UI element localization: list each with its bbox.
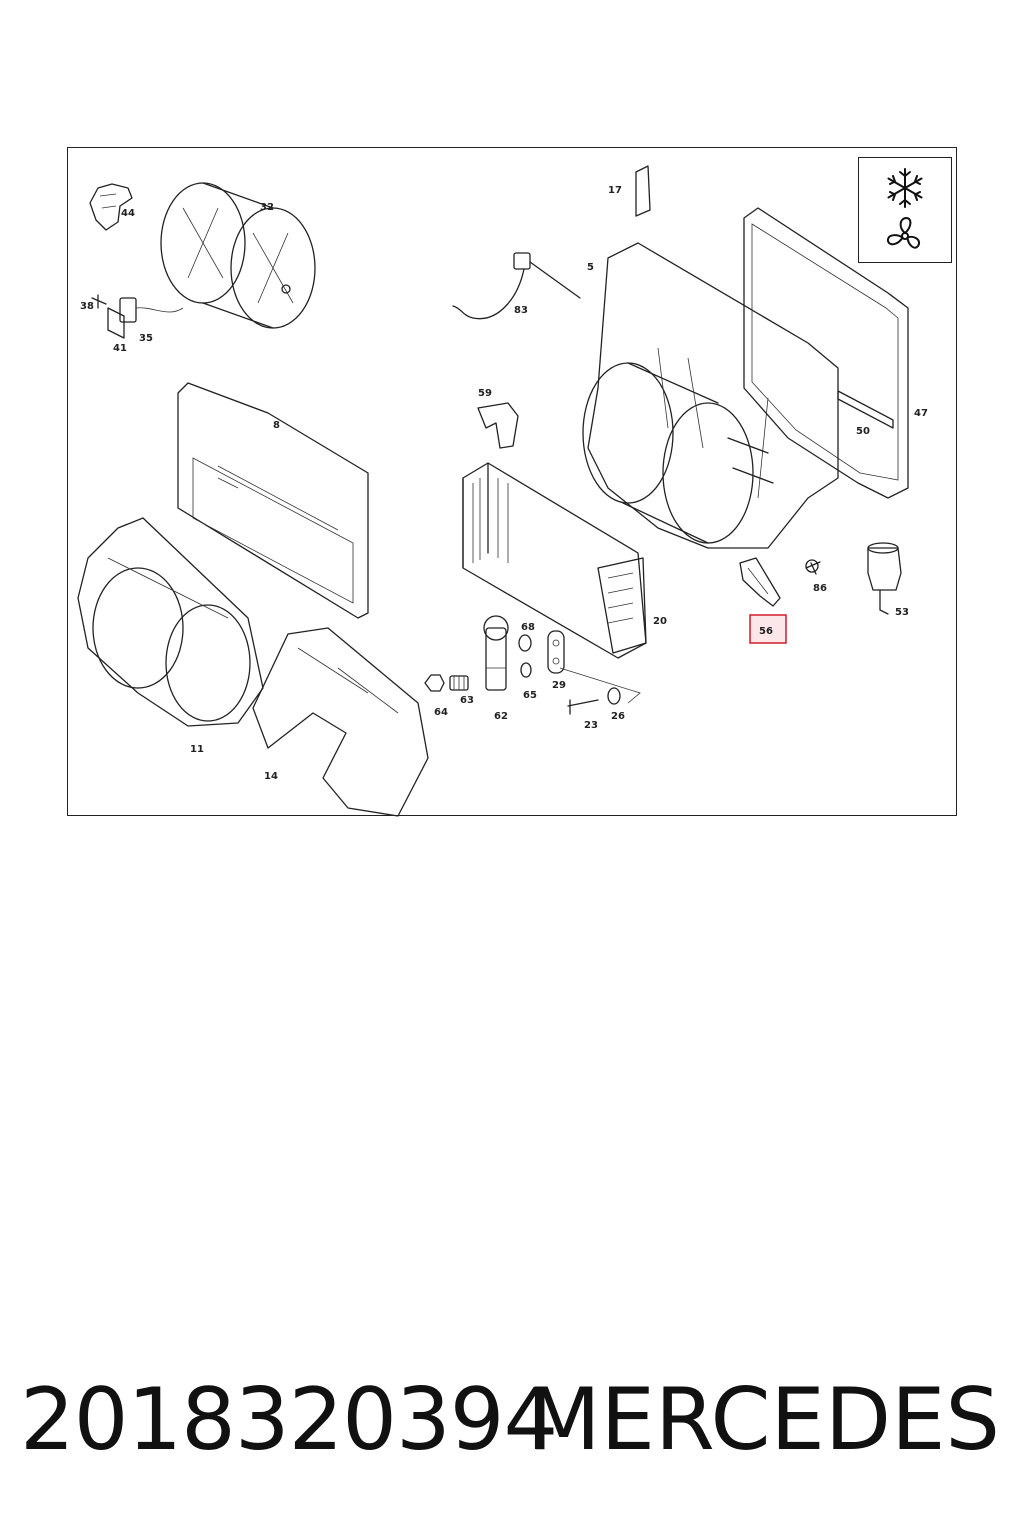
callout-23[interactable]: 23 xyxy=(584,720,598,731)
callout-17[interactable]: 17 xyxy=(608,185,622,196)
part-56-hose[interactable] xyxy=(739,557,781,607)
callout-44[interactable]: 44 xyxy=(121,208,135,219)
part-59-valve[interactable] xyxy=(477,402,519,449)
callout-56[interactable]: 56 xyxy=(759,626,773,637)
callout-65[interactable]: 65 xyxy=(523,690,537,701)
fan-icon xyxy=(886,217,920,249)
callout-38[interactable]: 38 xyxy=(80,301,94,312)
part-62-expansion-valve[interactable] xyxy=(483,615,509,691)
part-17-plate[interactable] xyxy=(635,165,651,217)
callout-26[interactable]: 26 xyxy=(611,711,625,722)
part-68-oring[interactable] xyxy=(518,634,532,652)
callout-63[interactable]: 63 xyxy=(460,695,474,706)
part-50-rod[interactable] xyxy=(837,390,894,429)
callout-59[interactable]: 59 xyxy=(478,388,492,399)
callout-8[interactable]: 8 xyxy=(273,420,280,431)
parts-diagram-frame: 44 32 38 35 41 17 5 83 59 8 47 50 20 11 … xyxy=(67,147,957,817)
callout-5[interactable]: 5 xyxy=(587,262,594,273)
part-8-frame[interactable] xyxy=(177,382,369,619)
callout-11[interactable]: 11 xyxy=(190,744,204,755)
part-29-gasket[interactable] xyxy=(547,630,565,674)
callout-41[interactable]: 41 xyxy=(113,343,127,354)
callout-68[interactable]: 68 xyxy=(521,622,535,633)
callout-64[interactable]: 64 xyxy=(434,707,448,718)
part-53-sensor[interactable] xyxy=(867,542,902,615)
callout-83[interactable]: 83 xyxy=(514,305,528,316)
part-20-evaporator[interactable] xyxy=(462,462,647,659)
part-26-washer[interactable] xyxy=(559,667,641,705)
callout-86[interactable]: 86 xyxy=(813,583,827,594)
callout-62[interactable]: 62 xyxy=(494,711,508,722)
part-35-connector[interactable] xyxy=(119,297,184,323)
part-5-housing[interactable] xyxy=(582,242,839,549)
parts-diagram: 44 32 38 35 41 17 5 83 59 8 47 50 20 11 … xyxy=(77,165,928,817)
callout-29[interactable]: 29 xyxy=(552,680,566,691)
part-41-holder[interactable] xyxy=(107,307,125,339)
highlighted-callout-56[interactable]: 56 xyxy=(749,614,787,644)
part-number: 2018320394 xyxy=(20,1370,558,1470)
part-65-washer[interactable] xyxy=(520,662,532,678)
callout-35[interactable]: 35 xyxy=(139,333,153,344)
part-11-lower-housing[interactable] xyxy=(77,517,264,727)
part-44-clip[interactable] xyxy=(89,183,133,231)
footer: 2018320394 MERCEDES xyxy=(0,1370,1024,1470)
callout-20[interactable]: 20 xyxy=(653,616,667,627)
part-83-sensor[interactable] xyxy=(452,252,581,320)
part-38-screw[interactable] xyxy=(91,294,107,309)
part-23-screw[interactable] xyxy=(567,699,599,715)
part-64-nut[interactable] xyxy=(424,674,445,692)
callout-53[interactable]: 53 xyxy=(895,607,909,618)
part-47-gasket[interactable] xyxy=(743,207,909,499)
callout-50[interactable]: 50 xyxy=(856,426,870,437)
part-63-bolt[interactable] xyxy=(449,675,469,691)
legend-box xyxy=(858,157,952,263)
part-32-blower-motor[interactable] xyxy=(160,182,316,329)
part-14-duct[interactable] xyxy=(252,627,429,817)
part-86-screw[interactable] xyxy=(805,559,821,575)
callout-32[interactable]: 32 xyxy=(260,202,274,213)
callout-47[interactable]: 47 xyxy=(914,408,928,419)
brand-name: MERCEDES xyxy=(526,1370,1000,1470)
callout-14[interactable]: 14 xyxy=(264,771,278,782)
snowflake-icon xyxy=(887,168,923,208)
